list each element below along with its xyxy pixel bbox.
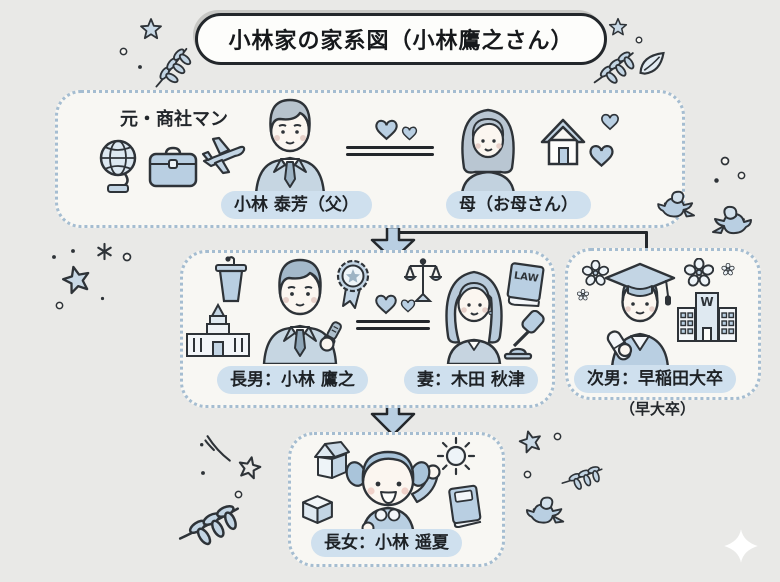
dot-icon xyxy=(523,470,532,479)
university-building-icon: W xyxy=(677,292,737,342)
law-book-icon: LAW xyxy=(506,262,545,308)
asterisk-icon xyxy=(97,242,112,261)
leaf-branch-icon xyxy=(145,39,197,91)
heart-icon xyxy=(401,126,418,141)
bird-icon xyxy=(706,204,754,240)
sun-icon xyxy=(436,436,476,476)
parliament-building-icon xyxy=(186,302,250,357)
dot-icon xyxy=(713,177,720,184)
marriage-equals-line xyxy=(356,327,430,330)
heart-icon xyxy=(600,113,620,131)
dot-icon xyxy=(55,301,64,310)
father-portrait xyxy=(254,98,326,194)
father-note: 元・商社マン xyxy=(120,109,228,130)
second-son-portrait xyxy=(604,262,676,368)
star-icon xyxy=(139,17,163,41)
star-icon xyxy=(515,426,545,456)
second-son-label: 次男：早稲田大卒 xyxy=(574,365,736,394)
wife-portrait xyxy=(445,270,503,364)
heart-icon xyxy=(374,119,399,141)
heart-icon xyxy=(374,294,398,315)
bird-icon xyxy=(525,494,569,530)
dot-icon xyxy=(51,254,57,260)
leaf-branch-icon xyxy=(589,40,640,91)
dot-icon xyxy=(100,296,105,301)
dot-icon xyxy=(70,248,76,254)
daughter-portrait xyxy=(345,450,441,536)
marriage-equals-line xyxy=(346,153,434,156)
briefcase-icon xyxy=(148,146,198,188)
father-name-label: 小林 泰芳（父） xyxy=(221,191,372,220)
heart-icon xyxy=(588,144,615,168)
globe-icon xyxy=(99,139,137,193)
airplane-icon xyxy=(201,136,246,175)
scales-of-justice-icon xyxy=(404,258,442,302)
second-son-sublabel: （早大卒） xyxy=(620,400,696,418)
house-icon xyxy=(540,118,586,166)
dot-icon xyxy=(737,171,746,180)
marriage-equals-line xyxy=(356,320,430,323)
dot-icon xyxy=(635,36,643,44)
university-letter: W xyxy=(700,295,713,309)
page-title: 小林家の家系図（小林鷹之さん） xyxy=(228,29,574,54)
eldest-son-name-label: 長男：小林 鷹之 xyxy=(217,366,368,395)
dot-icon xyxy=(137,64,143,70)
toy-house-icon xyxy=(314,441,350,479)
leaf-icon xyxy=(635,45,668,81)
marriage-equals-line xyxy=(346,146,434,149)
sakura-petal-icon xyxy=(576,289,590,301)
sparkle-icon xyxy=(724,529,758,563)
dot-icon xyxy=(200,470,206,476)
wife-name-label: 妻：木田 秋津 xyxy=(404,366,538,395)
star-icon xyxy=(58,261,96,299)
daughter-name-label: 長女：小林 遥夏 xyxy=(311,529,462,558)
star-icon xyxy=(235,453,265,483)
dot-icon xyxy=(122,252,132,262)
dot-icon xyxy=(720,156,730,166)
toy-cube-icon xyxy=(302,495,333,524)
mother-portrait xyxy=(460,108,516,194)
podium-icon xyxy=(215,256,247,303)
connector-line-vertical xyxy=(645,231,648,249)
bird-icon xyxy=(655,189,701,223)
book-icon xyxy=(448,484,482,528)
gavel-icon xyxy=(503,310,545,360)
award-rosette-icon xyxy=(336,259,370,309)
title-bubble: 小林家の家系図（小林鷹之さん） xyxy=(195,13,607,65)
sakura-petal-icon xyxy=(721,263,735,276)
connector-line-horizontal xyxy=(392,231,648,234)
mother-name-label: 母（お母さん） xyxy=(446,191,591,220)
eldest-son-portrait xyxy=(262,258,342,364)
sakura-blossom-icon xyxy=(684,258,714,288)
law-book-text: LAW xyxy=(513,270,539,284)
dot-icon xyxy=(119,47,128,56)
star-icon xyxy=(608,17,628,37)
shooting-star-icon xyxy=(200,435,231,462)
dot-icon xyxy=(553,432,562,441)
